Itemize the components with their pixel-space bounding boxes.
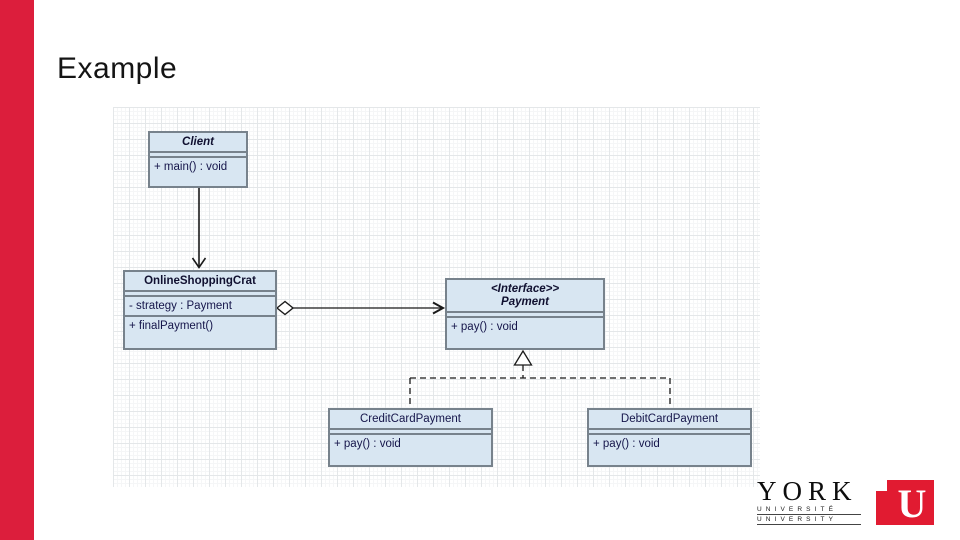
- class-name: <Interface>> Payment: [447, 280, 603, 314]
- uml-class-credit-card-payment: CreditCardPayment + pay() : void: [328, 408, 493, 467]
- interface-stereotype: <Interface>>: [490, 283, 560, 295]
- class-name: OnlineShoppingCrat: [125, 272, 275, 293]
- uml-class-client: Client + main() : void: [148, 131, 248, 188]
- class-name: DebitCardPayment: [589, 410, 750, 431]
- uml-class-debit-card-payment: DebitCardPayment + pay() : void: [587, 408, 752, 467]
- compartment-separator: [589, 430, 750, 436]
- realization-triangle: [513, 349, 533, 366]
- logo-universite-text: UNIVERSITÉ: [757, 506, 861, 515]
- class-name: Client: [150, 133, 246, 154]
- logo-university-text: UNIVERSITY: [757, 516, 861, 525]
- association-client-cart: [191, 188, 207, 269]
- class-method: + pay() : void: [334, 438, 401, 451]
- logo-wordmark: YORK: [757, 476, 858, 506]
- compartment-separator: [150, 153, 246, 159]
- realization-links: [409, 349, 671, 407]
- class-method: + pay() : void: [451, 321, 518, 334]
- compartment-separator: [330, 430, 491, 436]
- aggregation-diamond: [275, 300, 295, 316]
- left-accent-bar: [0, 0, 34, 540]
- class-attribute: - strategy : Payment: [125, 297, 275, 318]
- diagram-canvas: Client + main() : void OnlineShoppingCra…: [113, 107, 760, 487]
- uml-class-online-shopping-cart: OnlineShoppingCrat - strategy : Payment …: [123, 270, 277, 350]
- york-u-mark-icon: U: [876, 480, 934, 525]
- class-method: + finalPayment(): [129, 320, 214, 333]
- class-method: + pay() : void: [593, 438, 660, 451]
- uml-connectors: [191, 188, 671, 407]
- class-name: CreditCardPayment: [330, 410, 491, 431]
- york-university-logo: YORK UNIVERSITÉ UNIVERSITY U: [757, 478, 957, 535]
- logo-u-letter: U: [897, 481, 927, 526]
- compartment-separator: [125, 292, 275, 298]
- compartment-separator: [447, 313, 603, 319]
- class-member: + main() : void: [154, 161, 228, 174]
- aggregation-cart-payment: [275, 300, 446, 316]
- uml-interface-payment: <Interface>> Payment + pay() : void: [445, 278, 605, 350]
- slide-title: Example: [57, 52, 178, 85]
- interface-name: Payment: [501, 296, 549, 309]
